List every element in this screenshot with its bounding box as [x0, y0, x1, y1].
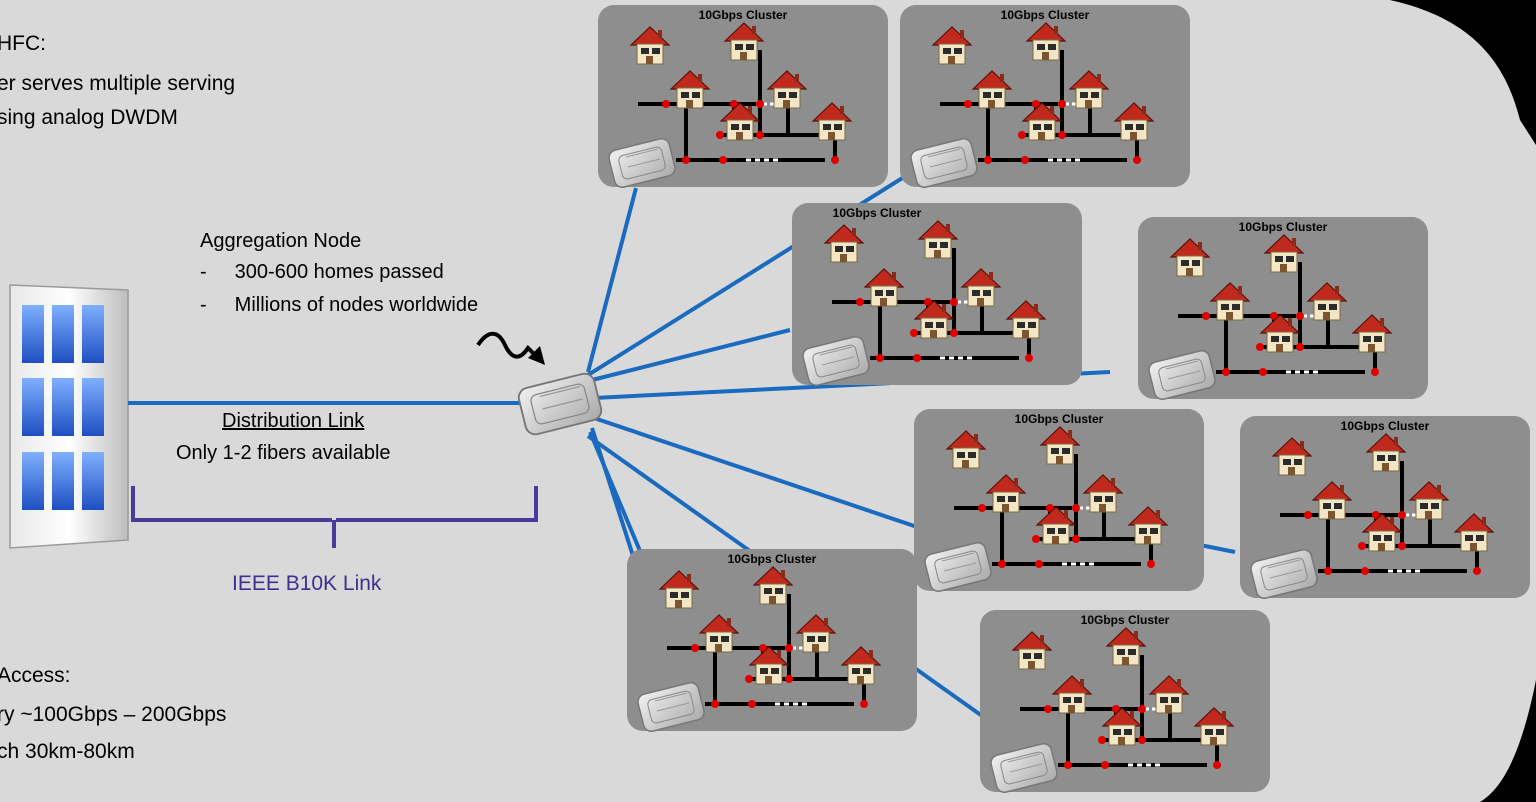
aggregation-node-title: Aggregation Node — [200, 230, 362, 252]
aggregation-bullet-2: - Millions of nodes worldwide — [200, 292, 478, 319]
cluster-8 — [980, 610, 1270, 794]
cluster-7 — [627, 549, 917, 733]
cluster-6 — [1240, 416, 1530, 600]
distribution-link-title: Distribution Link — [222, 410, 365, 432]
hfc-title: HFC: — [0, 32, 46, 55]
access-title: Access: — [0, 664, 71, 687]
cluster-2 — [900, 5, 1190, 189]
access-line-1: ry ~100Gbps – 200Gbps — [0, 703, 227, 726]
b10k-link-label: IEEE B10K Link — [232, 572, 382, 595]
bullet-marker: - — [200, 294, 207, 316]
bullet-marker: - — [200, 261, 207, 283]
cluster-3 — [792, 203, 1082, 387]
cluster-4 — [1138, 217, 1428, 401]
headend-building-icon — [9, 284, 129, 549]
bullet-text-2: Millions of nodes worldwide — [234, 294, 479, 316]
bullet-text-1: 300-600 homes passed — [234, 261, 444, 283]
squiggle-arrow-icon — [476, 331, 545, 365]
cluster-1 — [598, 5, 888, 189]
hfc-line-2: sing analog DWDM — [0, 106, 178, 129]
hfc-line-1: er serves multiple serving — [0, 72, 236, 95]
cluster-5 — [914, 409, 1204, 593]
b10k-brace — [131, 486, 538, 548]
distribution-link-subtitle: Only 1-2 fibers available — [176, 442, 391, 464]
access-line-2: ch 30km-80km — [0, 740, 135, 763]
aggregation-bullet-1: - 300-600 homes passed — [200, 259, 444, 286]
